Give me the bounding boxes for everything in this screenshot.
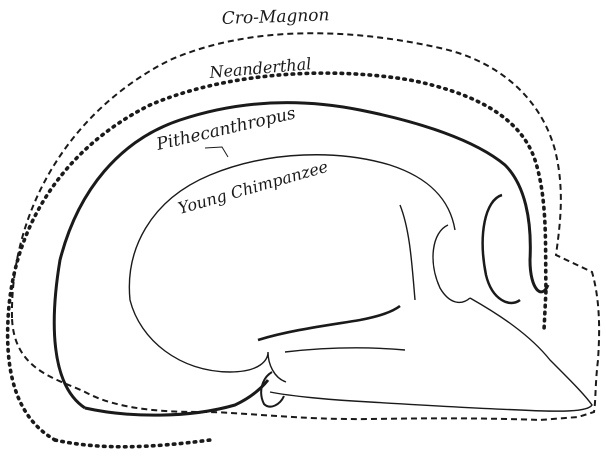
label-pointer-mark	[205, 147, 228, 157]
label-cro-magnon: Cro-Magnon	[221, 5, 329, 29]
neanderthal-outline	[8, 73, 546, 440]
young-chimpanzee-zygomatic	[258, 306, 400, 340]
cro-magnon-outline	[12, 33, 599, 420]
pithecanthropus-outline-base	[85, 380, 268, 415]
young-chimpanzee-brow	[433, 225, 470, 302]
young-chimpanzee-base	[130, 300, 286, 382]
young-chimpanzee-orbit-inner	[400, 205, 415, 300]
label-young-chimpanzee: Young Chimpanzee	[176, 157, 330, 218]
young-chimpanzee-jaw-line	[285, 348, 405, 352]
pithecanthropus-brow-ridge	[483, 195, 520, 303]
neanderthal-outline-base	[55, 440, 210, 447]
pithecanthropus-outline	[54, 103, 548, 408]
label-pithecanthropus: Pithecanthropus	[154, 103, 298, 155]
young-chimpanzee-ear-hook	[261, 372, 284, 407]
